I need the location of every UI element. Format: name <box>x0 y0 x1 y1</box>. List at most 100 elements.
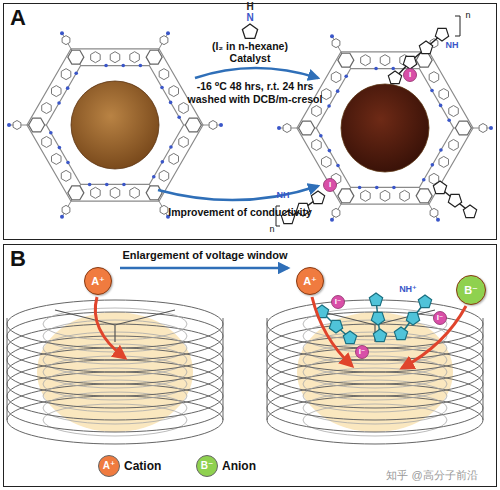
iodide-label: I <box>329 180 331 190</box>
benzene-ring <box>61 69 71 80</box>
benzene-ring <box>169 86 179 97</box>
arm-ring <box>62 205 70 214</box>
arm <box>62 33 71 49</box>
iodide-circle <box>324 179 337 192</box>
nitrogen-atom <box>88 183 92 187</box>
pyrrole-unit <box>403 56 416 69</box>
arm-ring <box>62 36 70 45</box>
nitrogen-atom <box>161 160 165 164</box>
pyrrole-unit <box>418 295 431 308</box>
iodide-label: I⁻ <box>335 297 341 307</box>
iodide-label: I <box>409 70 411 80</box>
nitrogen-atom <box>439 104 443 108</box>
ion-symbol: A⁺ <box>303 275 317 288</box>
arm-ring <box>430 208 438 217</box>
nitrogen-atom <box>160 86 164 90</box>
iodide-circle <box>332 296 345 309</box>
nitrogen-atom <box>105 183 109 187</box>
arm <box>332 36 341 52</box>
node-ring <box>338 189 354 203</box>
pyrrole-unit <box>388 71 401 84</box>
benzene-ring <box>321 89 331 100</box>
polymer-chain <box>394 295 431 340</box>
arm <box>62 201 71 217</box>
benzene-ring <box>130 52 140 63</box>
polymer-chain <box>388 28 448 83</box>
pyrrole-ring <box>242 24 257 38</box>
legend-text: Cation <box>124 459 161 473</box>
panel-frame: BA⁺A⁺B⁻ <box>3 244 497 487</box>
stack-side <box>223 318 224 420</box>
nitrogen-atom <box>336 89 340 93</box>
pyrrole-unit <box>371 312 384 325</box>
framework-ring <box>316 69 453 188</box>
cation-circle: A⁺ <box>296 267 324 295</box>
triazine-linker <box>55 310 175 342</box>
benzene-ring <box>449 139 459 150</box>
atom-label: NH⁺ <box>399 284 417 294</box>
nitrogen-atom <box>139 64 143 68</box>
window-arrow <box>120 267 288 270</box>
nitrogen-atom <box>219 123 223 127</box>
iodide-circle <box>356 346 369 359</box>
benzene-ring <box>380 55 390 66</box>
pyrrole-unit <box>435 28 448 41</box>
nitrogen-atom <box>60 215 64 219</box>
atom-label: NH <box>277 190 290 200</box>
cof-framework <box>7 31 223 219</box>
pore-sample <box>341 84 429 172</box>
pyrrole-unit <box>329 320 342 333</box>
ion-arrow <box>95 297 125 358</box>
benzene-ring <box>429 72 439 83</box>
arm-ring <box>13 121 21 130</box>
watermark: 知乎 @高分子前沿 <box>386 470 477 480</box>
pyrrole-unit <box>311 191 324 204</box>
nitrogen-atom <box>327 104 331 108</box>
cation-circle: A⁺ <box>84 267 112 295</box>
arm <box>429 204 438 220</box>
nitrogen-atom <box>391 67 395 71</box>
arm-ring <box>160 36 168 45</box>
reagent-text: (I₂ in n-hexane) <box>212 41 288 51</box>
nitrogen-atom <box>430 89 434 93</box>
repeat-index: n <box>269 224 274 234</box>
nitrogen-atom <box>431 163 435 167</box>
repeat-bracket <box>455 16 460 36</box>
benzene-ring <box>51 153 61 164</box>
iodide-circle <box>404 69 417 82</box>
arm-ring <box>283 124 291 133</box>
node-ring <box>146 186 162 200</box>
benzene-ring <box>400 190 410 201</box>
pyrrole-unit <box>406 312 419 325</box>
nitrogen-atom <box>375 186 379 190</box>
nitrogen-atom <box>392 186 396 190</box>
anion-circle: B⁻ <box>456 275 486 305</box>
polymer-chain <box>369 293 386 342</box>
benzene-ring <box>169 153 179 164</box>
arm-ring <box>479 124 487 133</box>
panel-frame: A <box>3 3 497 240</box>
benzene-ring <box>159 69 169 80</box>
arm-ring <box>209 121 217 130</box>
nitrogen-atom <box>49 131 53 135</box>
nitrogen-atom <box>74 71 78 75</box>
node-ring <box>455 121 471 135</box>
reaction-arrow <box>195 68 318 78</box>
legend-text: Anion <box>222 459 256 473</box>
benzene-ring <box>179 103 189 114</box>
nitrogen-atom <box>374 67 378 71</box>
nitrogen-atom <box>319 134 323 138</box>
node-ring <box>68 186 84 200</box>
pyrrole-unit <box>448 194 461 207</box>
pyrrole-unit <box>369 293 382 306</box>
stack-layer <box>7 300 223 348</box>
node-ring <box>185 118 201 132</box>
chain-bond <box>395 34 442 78</box>
nitrogen-atom <box>177 115 181 119</box>
nitrogen-atom <box>330 34 334 38</box>
nitrogen-atom <box>277 126 281 130</box>
nitrogen-atom <box>169 145 173 149</box>
arm-ring <box>332 208 340 217</box>
